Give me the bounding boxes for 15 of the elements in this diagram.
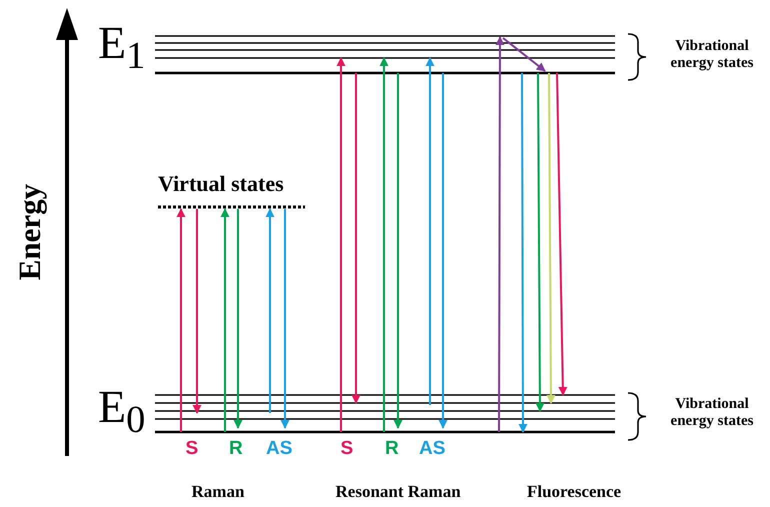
bracket-label: Vibrational energy states xyxy=(670,396,754,429)
level-label: E$_{1}$ xyxy=(98,18,146,78)
column-label: Resonant Raman xyxy=(336,482,461,502)
line-label: R xyxy=(385,438,399,460)
line-label: R xyxy=(229,438,243,460)
line-label: S xyxy=(186,438,198,460)
line-label: AS xyxy=(419,438,446,460)
level-label: E$_{0}$ xyxy=(98,382,146,442)
line-label: S xyxy=(340,438,354,460)
bracket-label: Vibrational energy states xyxy=(670,38,754,71)
level-label: Virtual states xyxy=(158,172,284,196)
column-label: Raman xyxy=(192,482,244,502)
line-label: AS xyxy=(266,438,292,460)
axis-label: Energy xyxy=(13,184,48,280)
column-label: Fluorescence xyxy=(527,482,622,502)
